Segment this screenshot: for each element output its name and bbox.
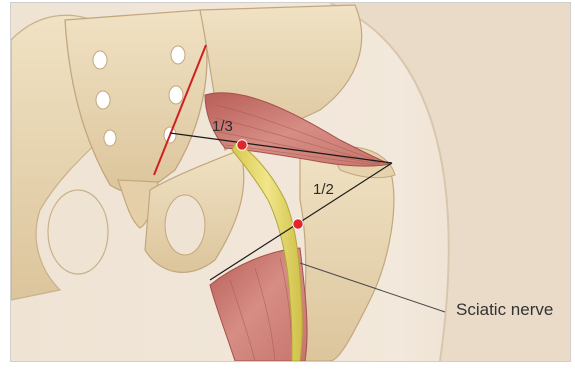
left-obturator: [48, 190, 108, 274]
label-sciatic-nerve: Sciatic nerve: [456, 300, 553, 320]
marker-one-half: [293, 219, 303, 229]
right-obturator: [165, 195, 205, 255]
marker-one-third: [237, 140, 247, 150]
label-one-half: 1/2: [313, 181, 334, 198]
label-one-third: 1/3: [212, 118, 233, 135]
